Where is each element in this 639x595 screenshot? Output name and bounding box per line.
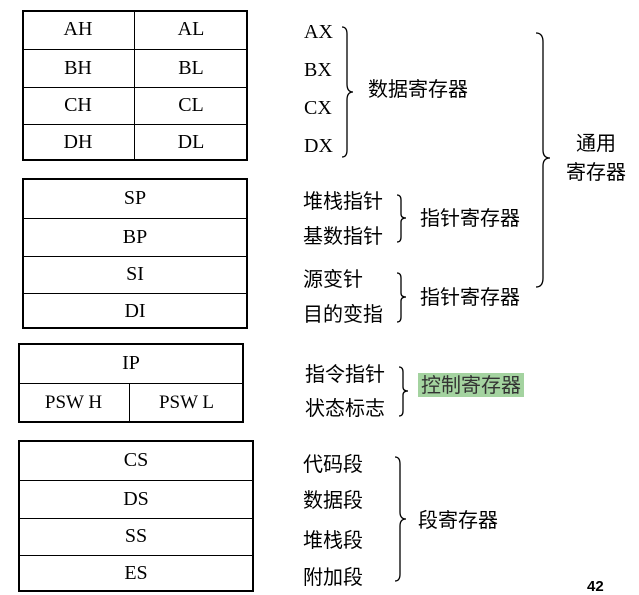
- data-registers-brace: [341, 26, 354, 158]
- register-ip: IP: [122, 351, 140, 374]
- row-divider: [22, 218, 248, 219]
- register-al: AL: [177, 18, 205, 40]
- label-status-flags: 状态标志: [305, 396, 385, 420]
- segment-registers-table: [18, 440, 254, 592]
- label-bx: BX: [304, 59, 332, 81]
- row-divider: [18, 518, 254, 519]
- register-ah: AH: [63, 18, 93, 40]
- label-cx: CX: [304, 97, 332, 119]
- row-divider: [22, 293, 248, 294]
- psw-divider: [129, 383, 130, 423]
- row-divider: [22, 87, 248, 88]
- register-bp: BP: [122, 225, 148, 248]
- pointer-registers-brace: [396, 194, 407, 243]
- register-cs: CS: [123, 448, 149, 471]
- row-divider: [18, 480, 254, 481]
- row-divider: [18, 555, 254, 556]
- control-registers-label: 控制寄存器: [418, 373, 524, 397]
- index-registers-brace: [396, 272, 407, 323]
- register-ss: SS: [124, 525, 148, 547]
- control-registers-brace: [398, 366, 409, 417]
- segment-registers-label: 段寄存器: [418, 508, 498, 532]
- register-psw-low: PSW L: [158, 392, 215, 413]
- label-source-index: 源变针: [303, 267, 363, 291]
- row-divider: [22, 49, 248, 50]
- register-psw-high: PSW H: [44, 392, 103, 413]
- label-data-segment: 数据段: [303, 488, 363, 512]
- register-bh: BH: [64, 56, 92, 79]
- label-dx: DX: [304, 135, 333, 157]
- register-dh: DH: [63, 131, 93, 153]
- pointer-registers-label: 指针寄存器: [420, 206, 520, 230]
- label-ax: AX: [304, 21, 333, 43]
- data-registers-label: 数据寄存器: [368, 77, 468, 101]
- register-ds: DS: [123, 487, 149, 510]
- register-bl: BL: [178, 56, 204, 79]
- row-divider: [22, 124, 248, 125]
- register-sp: SP: [123, 186, 147, 209]
- label-extra-segment: 附加段: [303, 565, 363, 589]
- general-registers-table: [22, 10, 248, 161]
- register-dl: DL: [177, 131, 205, 153]
- row-divider: [18, 383, 244, 384]
- row-divider: [22, 256, 248, 257]
- label-instruction-pointer: 指令指针: [305, 362, 385, 386]
- general-registers-divider: [134, 10, 135, 161]
- general-registers-label-line2: 寄存器: [566, 160, 626, 184]
- segment-registers-brace: [394, 456, 407, 582]
- label-stack-pointer: 堆栈指针: [303, 189, 383, 213]
- register-di: DI: [124, 299, 146, 322]
- label-stack-segment: 堆栈段: [303, 528, 363, 552]
- label-code-segment: 代码段: [303, 452, 363, 476]
- register-es: ES: [124, 562, 148, 584]
- general-registers-label-line1: 通用: [576, 131, 616, 155]
- register-cl: CL: [178, 94, 204, 116]
- register-si: SI: [126, 263, 144, 285]
- label-destination-index: 目的变指: [303, 302, 383, 326]
- register-ch: CH: [64, 94, 92, 116]
- label-base-pointer: 基数指针: [303, 224, 383, 248]
- page-number: 42: [587, 578, 604, 595]
- pointer-index-table: [22, 178, 248, 329]
- index-registers-label: 指针寄存器: [420, 285, 520, 309]
- general-registers-brace: [535, 32, 551, 288]
